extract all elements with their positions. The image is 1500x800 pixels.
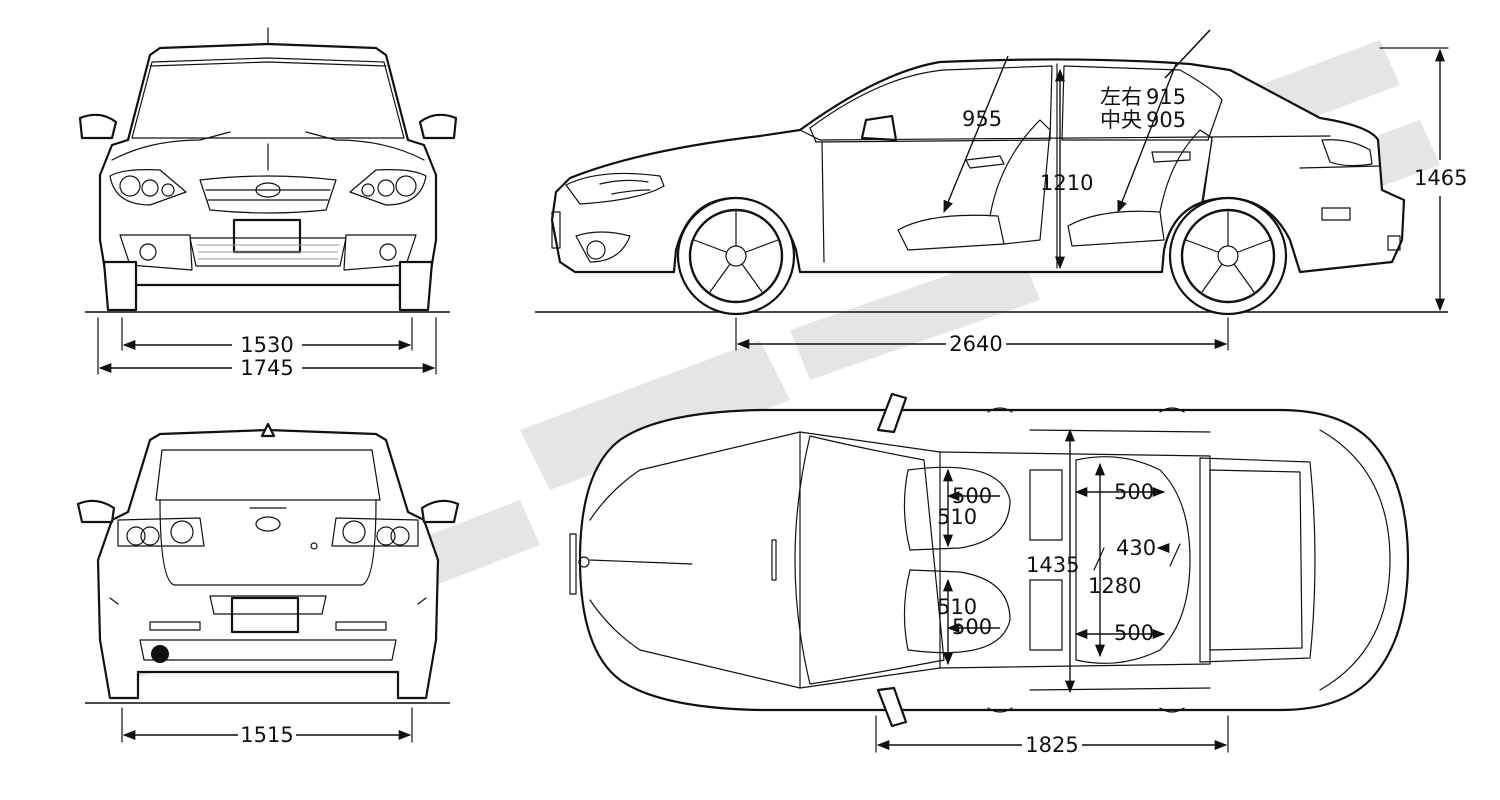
front-seat-depth-upper-label: 510 [937,505,977,529]
rear-shoulder-room-label: 1280 [1088,574,1141,598]
front-view: 1530 1745 [78,27,458,380]
front-seat-width-upper-label: 500 [952,484,992,508]
rear-headroom-center-label: 905 [1146,108,1186,132]
overall-height-label: 1465 [1414,166,1467,190]
wheelbase-label: 2640 [949,332,1002,356]
front-track-width-label: 1530 [240,333,293,357]
front-headroom-label: 955 [962,107,1002,131]
cabin-length-label: 1825 [1025,733,1078,757]
rear-track-width-label: 1515 [240,723,293,747]
rear-headroom-sides-label: 915 [1146,85,1186,109]
side-view: 955 左右 915 中央 905 1210 1465 2640 [535,29,1467,356]
cabin-height-label: 1210 [1040,171,1093,195]
rear-view: 1515 [76,422,460,747]
front-shoulder-room-label: 1435 [1026,553,1079,577]
rear-headroom-center-tag: 中央 [1100,108,1142,132]
rear-seat-width-lower-label: 500 [1114,621,1154,645]
rear-center-width-label: 430 [1116,536,1156,560]
rear-seat-width-upper-label: 500 [1114,480,1154,504]
front-seat-depth-lower-label: 510 [937,595,977,619]
top-view: 500 510 510 500 500 500 430 1435 1280 18… [569,392,1410,757]
front-seat-width-lower-label: 500 [952,615,992,639]
rear-headroom-sides-tag: 左右 [1100,85,1142,109]
overall-width-label: 1745 [240,356,293,380]
